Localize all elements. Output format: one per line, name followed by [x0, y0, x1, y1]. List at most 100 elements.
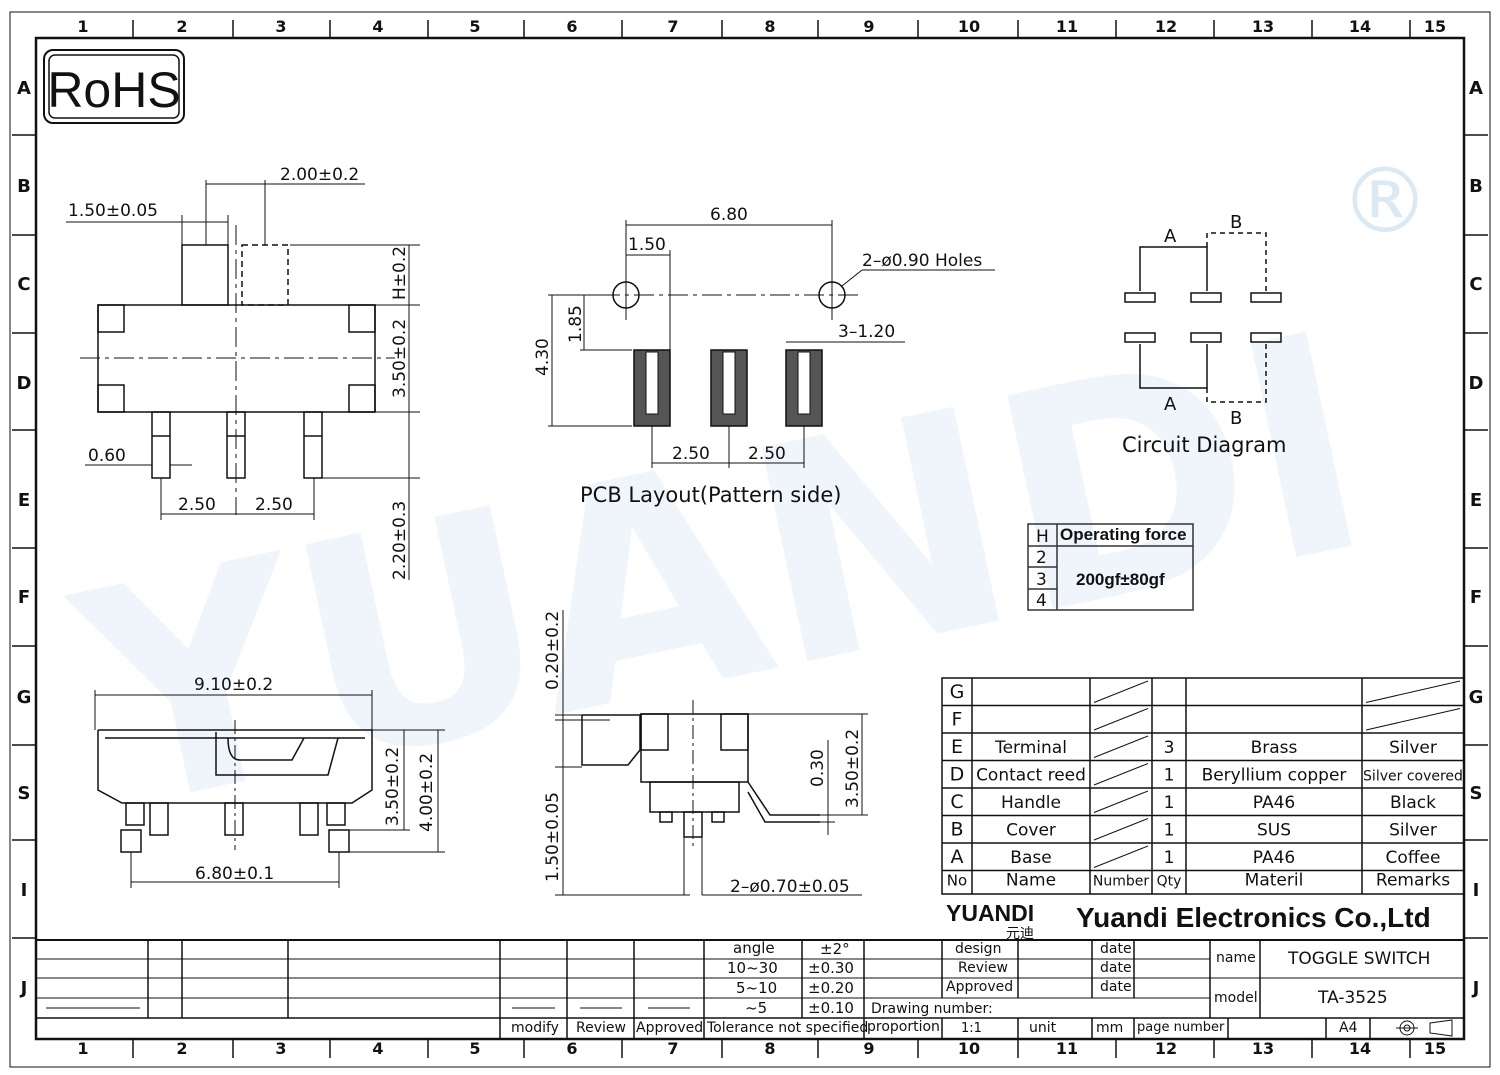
- bom-remarks: Silver: [1389, 820, 1437, 840]
- bom-header-number: Number: [1093, 874, 1149, 890]
- tb-name-label: name: [1216, 950, 1256, 966]
- tb-date-3: date: [1100, 979, 1132, 995]
- zone-row-label: I: [21, 880, 28, 901]
- pcb-layout-labels: 6.80 1.50 1.85 4.30 2–ø0.90 Holes 3–1.20…: [533, 205, 982, 507]
- circuit-b-bottom: B: [1230, 408, 1242, 429]
- zone-col-label: 11: [1056, 1039, 1078, 1058]
- zone-col-label: 15: [1424, 17, 1446, 36]
- dim-pin-width: 0.60: [88, 446, 126, 466]
- tb-range-2: 5~10: [736, 979, 777, 997]
- tb-scale: 1:1: [961, 1021, 982, 1036]
- zone-row-label: B: [17, 176, 31, 197]
- zone-col-label: 1: [77, 1039, 88, 1058]
- zone-row-label: D: [17, 373, 32, 394]
- circuit-labels: A B A B: [1164, 212, 1242, 429]
- bottom-dim-pin-span: 6.80±0.1: [195, 864, 274, 884]
- circuit-diagram: [1124, 232, 1282, 403]
- zone-row-label: A: [1469, 78, 1483, 99]
- zone-col-label: 8: [764, 17, 775, 36]
- circuit-b-top: B: [1230, 212, 1242, 233]
- zone-col-label: 7: [667, 1039, 678, 1058]
- company-logo: YUANDI: [946, 900, 1034, 926]
- bom-header-name: Name: [1006, 871, 1056, 891]
- title-block-grid: [36, 939, 1464, 1038]
- tb-approved-2: Approved: [946, 979, 1013, 995]
- force-table-text: H Operating force 2 3 4 200gf±80gf: [1036, 525, 1187, 611]
- tb-tol-3: ±0.10: [808, 999, 854, 1017]
- tb-angle-tol: ±2°: [820, 940, 850, 958]
- bom-name: Contact reed: [976, 765, 1086, 785]
- force-header: Operating force: [1060, 525, 1187, 544]
- zone-col-label: 3: [275, 17, 286, 36]
- tb-proportion: proportion: [867, 1019, 940, 1035]
- force-table: [1027, 523, 1194, 611]
- zone-col-label: 14: [1349, 1039, 1371, 1058]
- bom-no: B: [950, 818, 963, 840]
- tb-name-value: TOGGLE SWITCH: [1287, 949, 1430, 969]
- tb-date-2: date: [1100, 960, 1132, 976]
- zone-col-label: 6: [566, 1039, 577, 1058]
- bottom-dim-h1: 3.50±0.2: [383, 747, 403, 826]
- bom-qty: 1: [1164, 793, 1175, 813]
- bom-header-material: Materil: [1245, 871, 1304, 891]
- pcb-dim-total-h: 4.30: [533, 338, 553, 376]
- tb-approved: Approved: [636, 1020, 703, 1036]
- zone-row-label: I: [1473, 880, 1480, 901]
- bom-material: PA46: [1253, 848, 1295, 868]
- bom-name: Cover: [1006, 820, 1056, 840]
- zone-row-label: F: [18, 587, 30, 608]
- bom-name: Base: [1010, 848, 1051, 868]
- zone-col-label: 6: [566, 17, 577, 36]
- bom-no: A: [951, 846, 964, 868]
- zone-row-label: A: [17, 78, 31, 99]
- zone-col-label: 15: [1424, 1039, 1446, 1058]
- front-view: [66, 180, 420, 580]
- zone-row-label: G: [17, 687, 32, 708]
- side-dim-right: 3.50±0.2: [843, 729, 863, 808]
- bom-qty: 1: [1164, 848, 1175, 868]
- tb-model-label: model: [1214, 990, 1258, 1006]
- company-logo-cn: 元迪: [1006, 926, 1034, 942]
- side-pins-note: 2–ø0.70±0.05: [730, 877, 850, 897]
- zone-row-label: G: [1469, 687, 1484, 708]
- tb-range-1: 10~30: [727, 959, 778, 977]
- bom-material: PA46: [1253, 793, 1295, 813]
- zone-col-label: 8: [764, 1039, 775, 1058]
- zone-col-label: 13: [1252, 1039, 1274, 1058]
- bom-table: [941, 677, 1465, 895]
- zone-col-label: 2: [176, 1039, 187, 1058]
- zone-col-label: 5: [469, 17, 480, 36]
- bom-qty: 1: [1164, 820, 1175, 840]
- bom-qty: 3: [1164, 738, 1175, 758]
- bom-remarks: Black: [1390, 793, 1436, 813]
- bom-no: G: [950, 681, 965, 703]
- bom-qty: 1: [1164, 765, 1175, 785]
- pcb-dim-pitch-1: 2.50: [672, 444, 710, 464]
- zone-col-label: 13: [1252, 17, 1274, 36]
- side-view-labels: 0.20±0.2 1.50±0.05 0.30 3.50±0.2 2–ø0.70…: [543, 611, 863, 897]
- zone-col-label: 9: [863, 17, 874, 36]
- bottom-view-labels: 9.10±0.2 3.50±0.2 4.00±0.2 6.80±0.1: [194, 675, 437, 884]
- pcb-holes-note: 2–ø0.90 Holes: [862, 251, 982, 271]
- tb-tol-1: ±0.30: [808, 959, 854, 977]
- bom-no: E: [951, 736, 963, 758]
- bom-material: Brass: [1251, 738, 1298, 758]
- bom-name: Terminal: [994, 738, 1067, 758]
- pcb-dim-hole-x: 1.50: [628, 235, 666, 255]
- tb-angle: angle: [733, 939, 775, 957]
- zone-row-label: J: [1471, 978, 1480, 999]
- dim-pitch-1: 2.50: [178, 495, 216, 515]
- dim-actuator-travel: 2.00±0.2: [280, 165, 359, 185]
- side-dim-small: 0.30: [808, 749, 828, 787]
- force-row-4: 4: [1036, 591, 1047, 611]
- zone-row-label: F: [1470, 587, 1482, 608]
- zone-col-label: 4: [372, 17, 383, 36]
- tb-mm: mm: [1096, 1020, 1123, 1036]
- zone-row-label: S: [18, 783, 31, 804]
- pcb-caption: PCB Layout(Pattern side): [580, 483, 841, 507]
- tb-size: A4: [1339, 1020, 1358, 1036]
- bom-name: Handle: [1001, 793, 1061, 813]
- rohs-logo: RoHS: [43, 49, 185, 124]
- tb-drawing-number: Drawing number:: [871, 1001, 993, 1017]
